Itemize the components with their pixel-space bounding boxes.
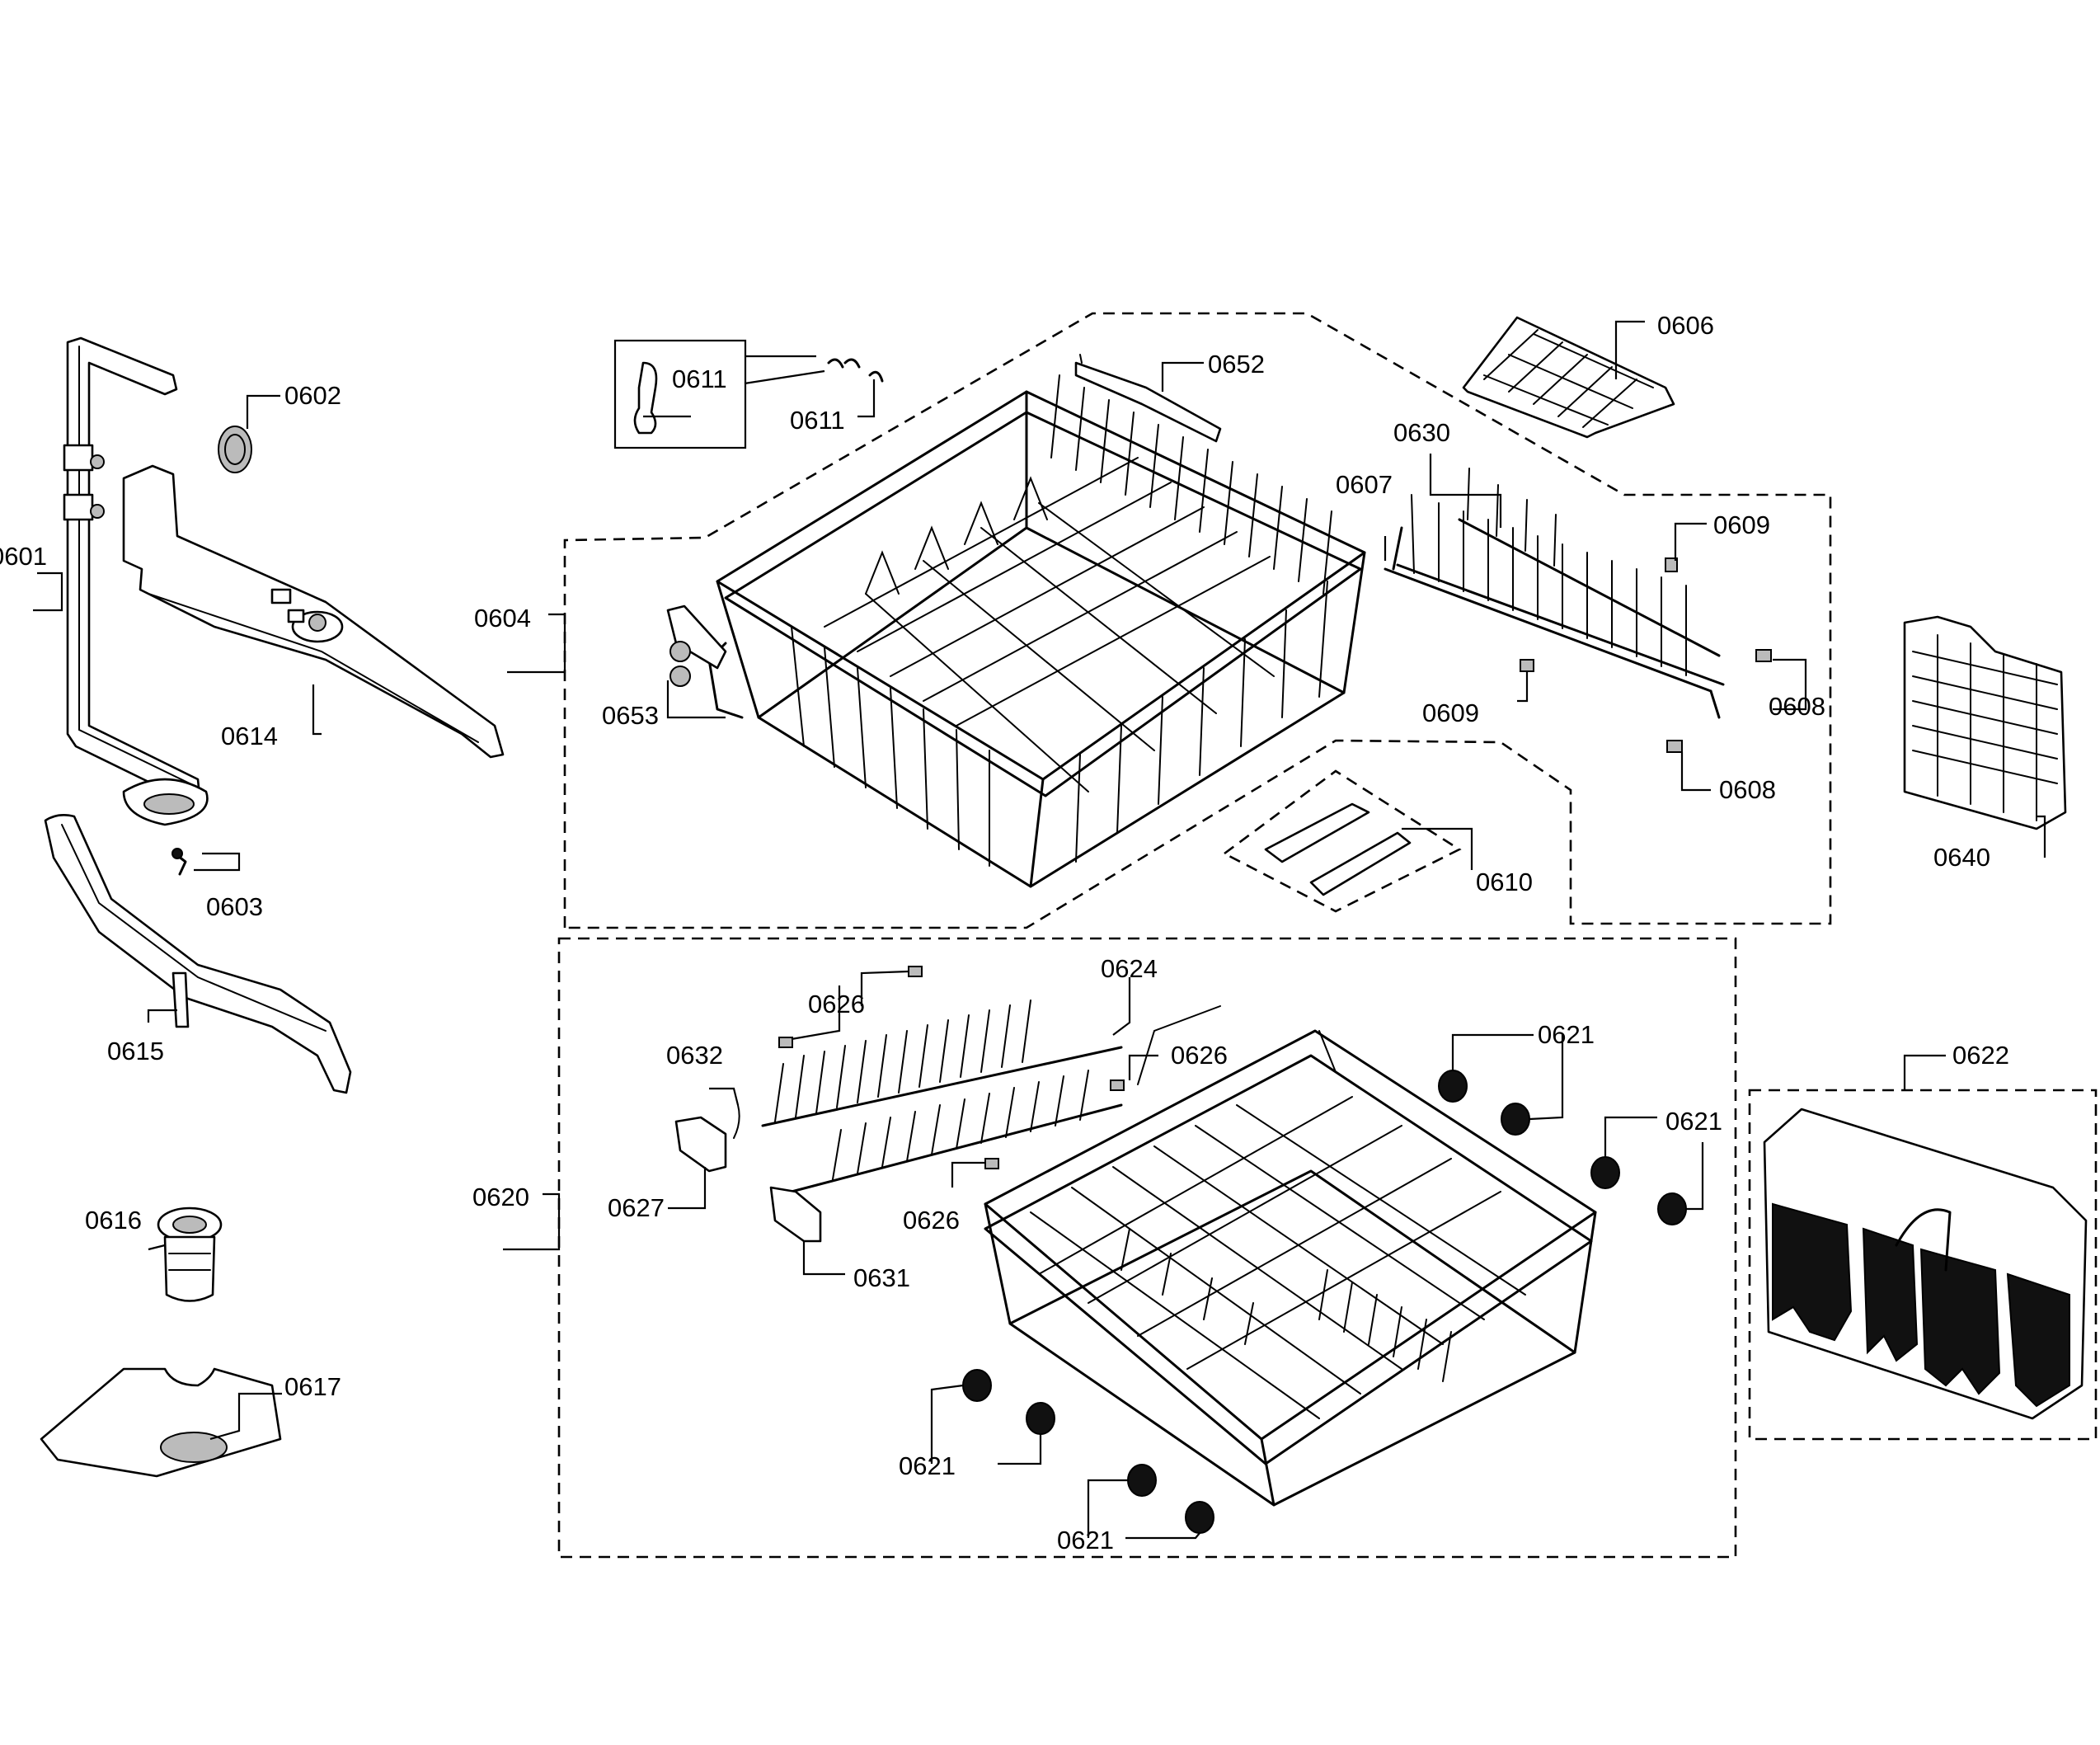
label-0603: 0603 [206, 892, 263, 921]
label-0640: 0640 [1933, 843, 1990, 872]
label-0621-d: 0621 [1057, 1526, 1114, 1555]
screw-part [171, 848, 187, 876]
label-0602: 0602 [284, 381, 341, 410]
flat-filter-plate-part [40, 1367, 282, 1478]
rack-clip-part [633, 358, 884, 435]
label-0621-a: 0621 [1538, 1020, 1595, 1049]
label-0601: 0601 [0, 542, 47, 571]
label-0630: 0630 [1393, 418, 1450, 447]
label-0632: 0632 [666, 1041, 723, 1070]
cutlery-basket-group-boundary [1748, 1089, 2098, 1441]
label-0621-c: 0621 [899, 1451, 956, 1480]
cutlery-basket-part [1763, 1108, 2088, 1420]
label-0622: 0622 [1952, 1041, 2009, 1070]
tine-bracket-parts [674, 1104, 822, 1243]
label-0611-a: 0611 [672, 365, 727, 393]
part-number-labels: 0601 0602 0603 0604 0606 0607 0608 0608 … [0, 311, 2009, 1555]
rack-handle-part [1264, 802, 1412, 896]
label-0621-b: 0621 [1665, 1107, 1722, 1136]
upper-rack-group-boundary [563, 312, 1832, 929]
label-0608-b: 0608 [1719, 775, 1776, 804]
label-0609-b: 0609 [1422, 698, 1479, 727]
label-0614: 0614 [221, 722, 278, 750]
label-0626-b: 0626 [1171, 1041, 1228, 1070]
micro-filter-part [157, 1206, 223, 1302]
label-0609-a: 0609 [1713, 510, 1770, 539]
label-0611-b: 0611 [790, 406, 845, 435]
upper-rack-roller-part [666, 604, 727, 687]
label-0652: 0652 [1208, 350, 1265, 379]
label-0615: 0615 [107, 1037, 164, 1065]
upper-rack-part [707, 354, 1366, 888]
lower-tine-row-part [761, 999, 1123, 1193]
clip-detail-box [613, 339, 747, 449]
leader-lines [33, 320, 2046, 1540]
label-0607: 0607 [1336, 470, 1393, 499]
label-0620: 0620 [472, 1183, 529, 1211]
label-0604: 0604 [474, 604, 531, 633]
label-0608-a: 0608 [1769, 692, 1825, 721]
fold-down-tines-part [1384, 468, 1725, 719]
top-rack-tray-part [1462, 316, 1675, 439]
label-0606: 0606 [1657, 311, 1714, 340]
lower-rack-wheels [962, 1070, 1687, 1534]
lower-rack-part [984, 1005, 1597, 1507]
label-0626-c: 0626 [903, 1206, 960, 1235]
label-0624: 0624 [1101, 954, 1158, 983]
label-0626-a: 0626 [808, 990, 865, 1018]
upper-spray-arm-part [122, 464, 505, 759]
label-0610: 0610 [1476, 868, 1533, 896]
filter-disc-part [218, 426, 252, 473]
tine-clip-parts [1520, 557, 1772, 753]
label-0631: 0631 [853, 1263, 910, 1292]
supply-pipe-part [63, 336, 209, 826]
label-0617: 0617 [284, 1372, 341, 1401]
label-0653: 0653 [602, 701, 659, 730]
handle-subgroup-boundary [1222, 769, 1462, 913]
lower-spray-arm-part [44, 814, 352, 1094]
side-basket-part [1903, 615, 2067, 830]
lower-tine-clips [778, 966, 1125, 1169]
label-0616: 0616 [85, 1206, 142, 1235]
label-0627: 0627 [608, 1193, 665, 1222]
